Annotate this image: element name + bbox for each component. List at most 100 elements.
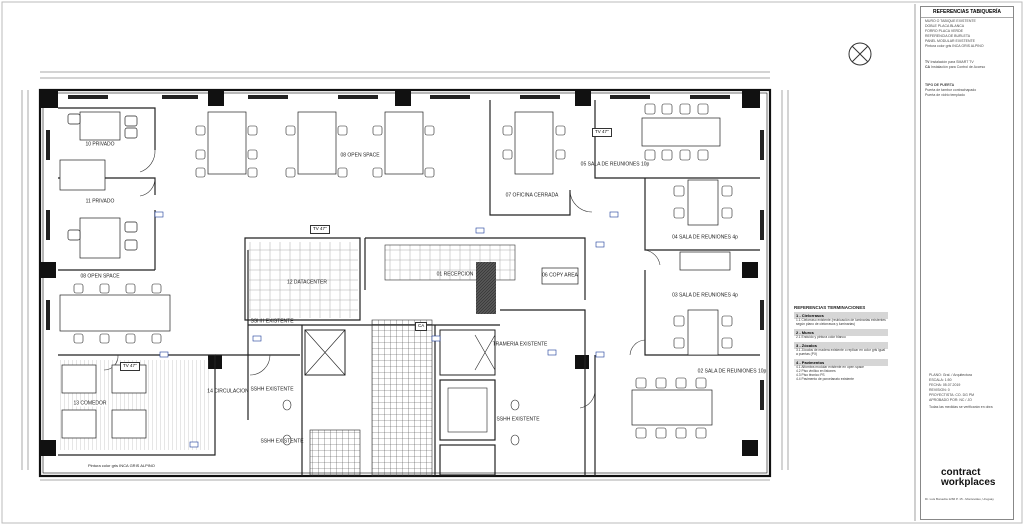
room-label-ssh-2: SSHH EXISTENTE (250, 386, 294, 393)
room-label-trameria: TRAMERIA EXISTENTE (492, 341, 548, 348)
elevator-1 (304, 329, 346, 376)
project-value: 1:50 (944, 378, 952, 383)
room-label-oficina-cerrada: 07 OFICINA CERRADA (505, 192, 559, 199)
reception-feature-wall (476, 262, 496, 314)
room-label-datacenter: 12 DATACENTER (286, 279, 328, 286)
logo-line-1: contract (941, 467, 981, 478)
tv-code-tag: TV 47" (310, 225, 330, 234)
ca-legend: CA Instalación para Control de Acceso (925, 65, 1009, 69)
item-text: Piso técnico PS (801, 372, 825, 377)
terminaciones-title: REFERENCIAS TERMINACIONES (794, 305, 866, 310)
logo-line-2: workplaces (941, 476, 996, 488)
elevator-2 (439, 329, 496, 376)
ref-item: FORRO PLACA VERDE (925, 29, 963, 34)
project-value: CO. DG PM (955, 393, 975, 398)
terminaciones-section-1: 1 - Cielorrasos 1.1 Cielorraso existente… (794, 312, 888, 327)
item-text: Enduido y pintura color blanco (801, 334, 846, 339)
furniture (59, 111, 731, 439)
room-label-recepcion: 01 RECEPCION (436, 271, 474, 278)
terminaciones-section-4: 4 - Pavimentos 4.1 Alfombra modular exis… (794, 358, 888, 382)
item-code: 2.1 (796, 334, 801, 339)
toilets (282, 399, 520, 446)
door-type-note: Puerta de vidrio templado (925, 93, 965, 98)
company-address: Dr. Luis Bonavita 1266 P. 15 - Montevide… (925, 497, 994, 501)
door-type-heading: TIPO DE PUERTA (925, 83, 955, 88)
terminaciones-legend: REFERENCIAS TERMINACIONES 1 - Cielorraso… (794, 305, 888, 457)
project-value: NC / JO (959, 398, 972, 403)
room-label-ssh-4: SSHH EXISTENTE (496, 416, 540, 423)
project-row: PLANO: Gral. / Arquitectura (929, 373, 973, 377)
paint-note: Pintura color gris INCA GRIS ALPINO (88, 463, 155, 468)
item-text: Pavimento de porcelanato existente (801, 376, 854, 381)
terminaciones-section-3: 3 - Zócalos 3.1 Zócalos de madera existe… (794, 341, 888, 357)
dimension-lines (21, 71, 789, 481)
room-label-ssh-1: SSHH EXISTENTE (250, 318, 294, 325)
project-key: FECHA (929, 383, 941, 388)
item-code: 3.1 (796, 347, 801, 352)
ref-item: Pintura color gris INCA GRIS ALPINO (925, 44, 984, 49)
project-row: FECHA: 05.07.2019 (929, 383, 961, 388)
project-key: PROYECTISTA (929, 393, 954, 398)
ref-item: MURO O TABIQUE EXISTENTE (925, 19, 976, 23)
item-code: 4.1 (796, 364, 801, 369)
item-text: Zócalos de madera existente o replicar e… (796, 347, 886, 356)
door-type-note: Puerta de tambor contrachapado (925, 88, 977, 93)
item-code: 4.4 (796, 376, 801, 381)
project-key: PLANO (929, 373, 941, 377)
datacenter-floor (248, 242, 358, 318)
project-info: PLANO: Gral. / Arquitectura ESCALA: 1:50… (925, 372, 1009, 410)
tv-legend: TV Instalación para SMART TV (925, 60, 1009, 64)
item-text: Alfombra modular existente en open space (801, 364, 865, 369)
chairs (73, 103, 733, 439)
item-text: Cielorraso existente (reubicación de lum… (796, 318, 886, 326)
room-label-sala-reuniones-mid2: 03 SALA DE REUNIONES 4p (672, 292, 738, 299)
section-name: Zócalos (801, 342, 817, 348)
project-row: APROBADO POR: NC / JO (929, 398, 972, 403)
project-value: Gral. / Arquitectura (942, 373, 973, 377)
tv-legend-text: Instalación para SMART TV (930, 60, 974, 65)
project-row: PROYECTISTA: CO. DG PM (929, 393, 975, 398)
room-label-sala-reuniones-mid1: 04 SALA DE REUNIONES 4p (672, 234, 738, 241)
ref-item: PANEL MODULAR EXISTENTE (925, 39, 975, 44)
tv-code-tag-comedor: TV 47" (120, 362, 140, 371)
room-label-sala-reuniones-bottom: 02 SALA DE REUNIONES 10p (697, 368, 767, 375)
room-label-sala-reuniones-top: 05 SALA DE REUNIONES 10p (580, 161, 650, 168)
room-label-open-space-top: 08 OPEN SPACE (340, 152, 380, 159)
north-arrow-icon (848, 42, 872, 66)
item-code: 4.2 (796, 368, 801, 373)
section-name: Cielorrasos (801, 313, 824, 318)
window-bands (46, 95, 764, 410)
room-label-privado-11: 11 PRIVADO (85, 198, 115, 205)
project-row: REVISION: 0 (929, 388, 950, 393)
room-label-ssh-3: SSHH EXISTENTE (260, 438, 304, 445)
item-code: 1.1 (796, 318, 801, 322)
company-logo: contract workplaces (941, 468, 995, 487)
room-label-comedor: 13 COMEDOR (73, 400, 107, 407)
room-label-circulacion: 14 CIRCULACION (207, 388, 249, 395)
project-value: 0 (947, 388, 950, 393)
section-name: Pavimentos (801, 359, 825, 365)
tv-code-tag-sala: TV 47" (592, 128, 612, 137)
ca-code-tag: CA (415, 322, 428, 331)
tv-legend-code: TV (925, 60, 930, 65)
ca-legend-code: CA (925, 65, 931, 70)
stair-core (371, 319, 433, 477)
item-code: 4.3 (796, 372, 801, 377)
elevator-3 (439, 379, 496, 441)
project-key: APROBADO POR (929, 398, 958, 403)
door-tags (154, 211, 619, 448)
section-name: Muros (801, 329, 814, 335)
title-block-header: REFERENCIAS TABIQUERÍA (921, 7, 1013, 18)
project-row: ESCALA: 1:50 (929, 378, 952, 383)
project-key: REVISION (929, 388, 946, 393)
room-label-copy-area: 06 COPY AREA (542, 272, 578, 279)
ref-item: DOBLE PLACA BLANCA (925, 24, 965, 29)
project-value: 05.07.2019 (942, 383, 961, 388)
footnote: Todas las medidas se verificarán en obra (929, 405, 993, 410)
project-key: ESCALA (929, 378, 943, 383)
item-text: Piso vinílico en listones (801, 368, 836, 373)
room-label-open-space-left: 08 OPEN SPACE (80, 273, 120, 280)
